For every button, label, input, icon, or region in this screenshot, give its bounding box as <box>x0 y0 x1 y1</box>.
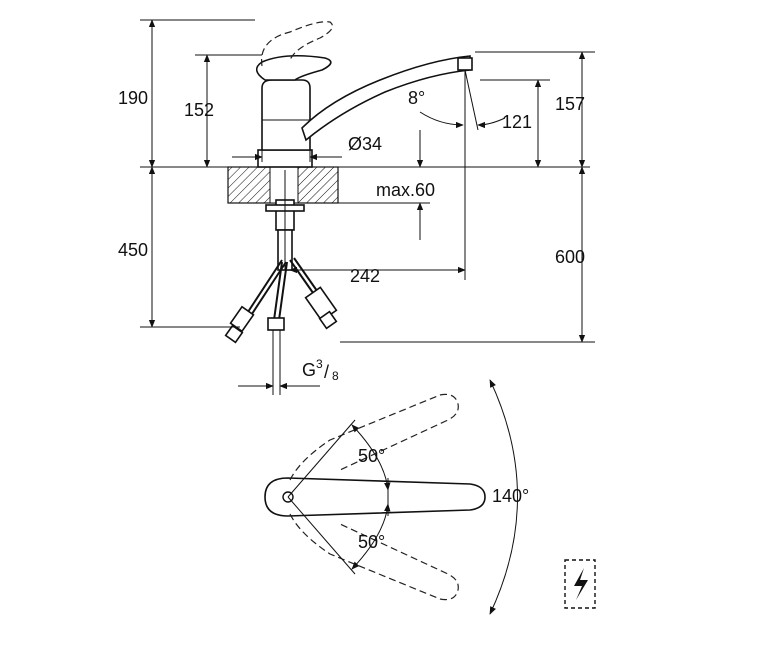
countertop-section <box>227 166 339 204</box>
diameter-dimension <box>232 145 342 162</box>
label-max-60: max.60 <box>376 180 435 200</box>
top-view-handle <box>264 393 486 601</box>
high-voltage-warning-icon <box>564 559 596 609</box>
thread-denominator: 8 <box>332 369 339 383</box>
left-dimensions <box>140 19 262 328</box>
label-242: 242 <box>350 266 380 286</box>
supply-hoses <box>224 257 338 344</box>
label-190: 190 <box>118 88 148 108</box>
thread-prefix: G <box>302 360 316 380</box>
faucet-body <box>255 21 473 168</box>
label-swivel-140: 140° <box>492 486 529 506</box>
label-8-degrees: 8° <box>408 88 425 108</box>
label-angle-upper: 50° <box>358 446 385 466</box>
label-121: 121 <box>502 112 532 132</box>
thread-numerator: 3 <box>316 357 323 371</box>
label-152: 152 <box>184 100 214 120</box>
spray-angle <box>419 69 506 280</box>
thickness-dimension <box>338 130 430 240</box>
thread-slash: / <box>324 362 329 382</box>
top-view-angles <box>351 379 518 615</box>
label-600: 600 <box>555 247 585 267</box>
label-angle-lower: 50° <box>358 532 385 552</box>
right-dimensions <box>340 51 595 343</box>
label-157: 157 <box>555 94 585 114</box>
thread-dimension <box>238 330 320 395</box>
label-diameter-34: Ø34 <box>348 134 382 154</box>
label-450: 450 <box>118 240 148 260</box>
thread-label: G 3 / 8 <box>302 357 339 383</box>
